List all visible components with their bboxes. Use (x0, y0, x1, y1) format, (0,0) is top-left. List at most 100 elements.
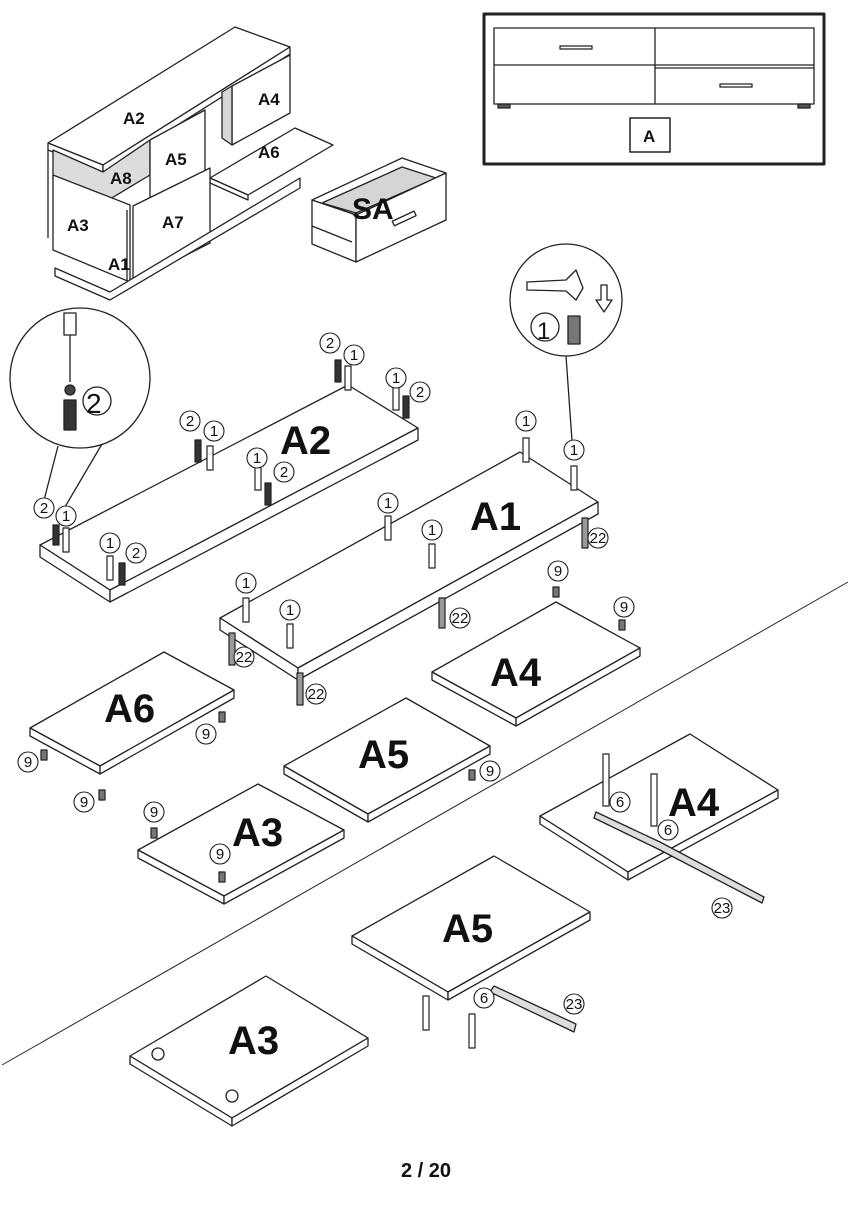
pin-icon (334, 359, 342, 383)
pin-icon (254, 465, 262, 491)
svg-text:1: 1 (106, 535, 114, 552)
pin-icon (570, 465, 578, 491)
callout-dowel: 1 (246, 447, 268, 469)
callout-screw_long: 22 (587, 527, 609, 549)
callout-screw_short: 6 (609, 791, 631, 813)
overview-label-a2: A2 (123, 109, 145, 128)
panel-a4-top: A4 (431, 601, 641, 727)
pin-icon (618, 619, 626, 631)
svg-text:1: 1 (350, 347, 358, 364)
svg-text:9: 9 (554, 563, 562, 580)
svg-text:9: 9 (620, 599, 628, 616)
pin-icon (106, 555, 114, 581)
section-divider (1, 581, 849, 1066)
panel-a2-label: A2 (280, 419, 331, 463)
svg-text:9: 9 (216, 846, 224, 863)
svg-text:2: 2 (132, 545, 140, 562)
svg-text:1: 1 (253, 450, 261, 467)
svg-text:22: 22 (308, 686, 325, 703)
svg-text:9: 9 (80, 794, 88, 811)
pin-icon (194, 439, 202, 463)
panel-a4-right-label: A4 (668, 781, 720, 825)
panel-a4-top-label: A4 (490, 651, 542, 695)
panel-a3-bottom-label: A3 (228, 1019, 279, 1063)
panel-a2: A2 (39, 384, 419, 603)
svg-text:9: 9 (24, 754, 32, 771)
front-view-label: A (643, 127, 655, 146)
panel-a5-bottom: A5 (351, 855, 591, 1033)
svg-text:1: 1 (62, 508, 70, 525)
callout-screw_short: 6 (657, 819, 679, 841)
callout-cam_bolt: 2 (319, 332, 341, 354)
callout-cam_lock: 9 (143, 801, 165, 823)
callout-drawer_runner: 23 (711, 897, 733, 919)
svg-text:23: 23 (714, 900, 731, 917)
svg-text:22: 22 (236, 649, 253, 666)
svg-text:2: 2 (326, 335, 334, 352)
svg-text:1: 1 (570, 442, 578, 459)
overview-label-a7: A7 (162, 213, 184, 232)
pin-icon (428, 543, 436, 569)
callout-cam_lock: 9 (209, 843, 231, 865)
callout-dowel: 1 (279, 599, 301, 621)
callout-screw_long: 22 (449, 607, 471, 629)
callout-dowel: 1 (563, 439, 585, 461)
overview-label-a3: A3 (67, 216, 89, 235)
callout-drawer_runner: 23 (563, 993, 585, 1015)
pin-icon (468, 1013, 476, 1049)
callout-cam_bolt: 2 (179, 410, 201, 432)
pin-icon (52, 524, 60, 546)
callout-screw_short: 6 (473, 987, 495, 1009)
pin-icon (392, 385, 400, 411)
pin-icon (118, 562, 126, 586)
overview-label-a5: A5 (165, 150, 187, 169)
pin-icon (650, 773, 658, 827)
svg-text:6: 6 (664, 822, 672, 839)
pin-icon (98, 789, 106, 801)
pin-icon (384, 515, 392, 541)
callout-screw_long: 22 (233, 646, 255, 668)
pin-icon (40, 749, 48, 761)
pin-icon (228, 632, 236, 666)
zoom-ref-1: 1 (537, 318, 550, 345)
callout-dowel: 1 (203, 420, 225, 442)
callout-cam_lock: 9 (613, 596, 635, 618)
overview-label-a4: A4 (258, 90, 280, 109)
zoom-ref-2: 2 (86, 388, 102, 419)
panel-a3-bottom: A3 (129, 975, 369, 1127)
pin-icon (602, 753, 610, 807)
drawer-overview: SA (311, 157, 447, 263)
svg-text:1: 1 (392, 370, 400, 387)
pin-icon (296, 672, 304, 706)
svg-text:22: 22 (452, 610, 469, 627)
pin-icon (264, 482, 272, 506)
panel-a5-bottom-label: A5 (442, 907, 493, 951)
callout-cam_lock: 9 (73, 791, 95, 813)
callout-dowel: 1 (99, 532, 121, 554)
zoom-detail-cam-bolt: 2 (9, 307, 151, 513)
panel-a5-middle-label: A5 (358, 733, 409, 777)
callout-cam_lock: 9 (479, 760, 501, 782)
callout-dowel: 1 (55, 505, 77, 527)
svg-text:9: 9 (486, 763, 494, 780)
svg-text:23: 23 (566, 996, 583, 1013)
pin-icon (522, 437, 530, 463)
pin-icon (242, 597, 250, 623)
callout-dowel: 1 (377, 492, 399, 514)
panel-a3-middle: A3 (137, 783, 345, 905)
panel-a1-label: A1 (470, 495, 521, 539)
overview-label-a1: A1 (108, 255, 130, 274)
pin-icon (286, 623, 294, 649)
svg-text:1: 1 (210, 423, 218, 440)
panel-a6: A6 (29, 651, 235, 775)
pin-icon (206, 445, 214, 471)
svg-text:1: 1 (428, 522, 436, 539)
pin-icon (552, 586, 560, 598)
overview-label-a8: A8 (110, 169, 132, 188)
pin-icon (422, 995, 430, 1031)
callout-dowel: 1 (515, 410, 537, 432)
pin-icon (402, 395, 410, 419)
pin-icon (150, 827, 158, 839)
